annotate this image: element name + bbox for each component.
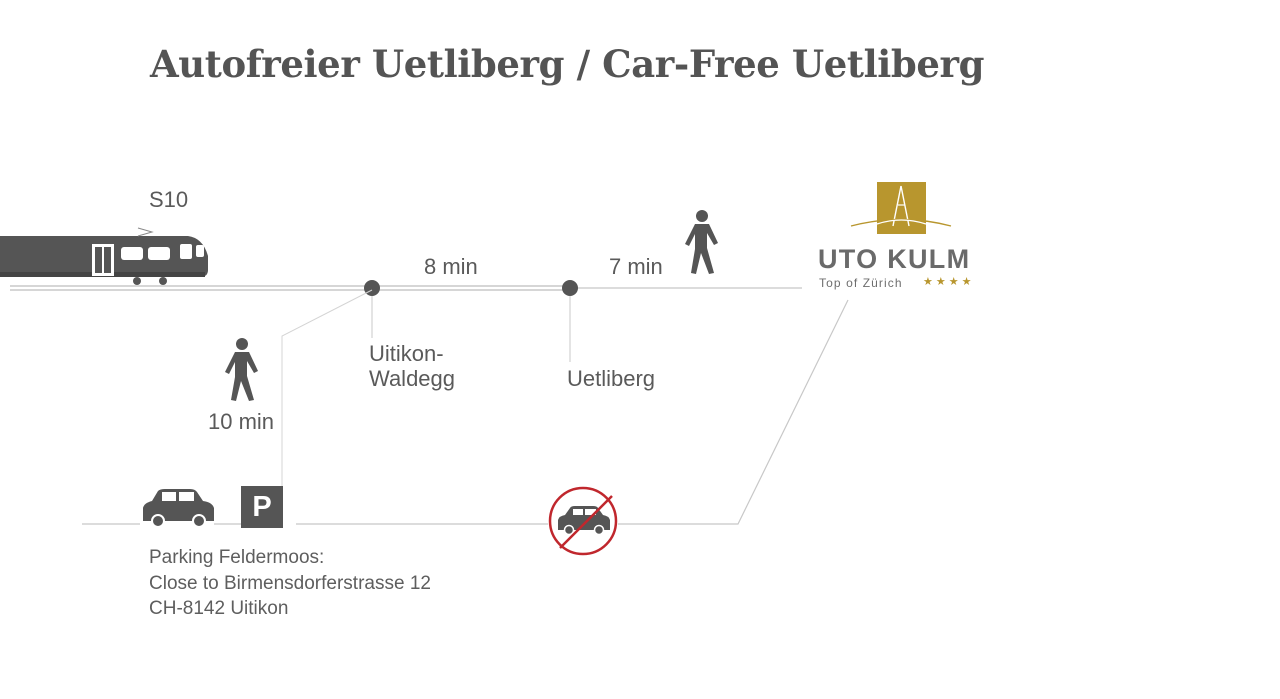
no-car-icon bbox=[548, 486, 618, 556]
logo-tagline: Top of Zürich bbox=[819, 276, 903, 290]
logo-stars: ★★★★ bbox=[923, 276, 975, 288]
segment-time-7min: 7 min bbox=[609, 254, 663, 279]
logo-name: UTO KULM bbox=[818, 244, 971, 274]
parking-sign-icon: P bbox=[241, 486, 283, 528]
parking-address-line-2: Close to Birmensdorferstrasse 12 bbox=[149, 573, 431, 594]
walk-time-parking: 10 min bbox=[208, 409, 275, 434]
walking-person-icon bbox=[685, 210, 718, 274]
station-dot-uitikon-waldegg bbox=[364, 280, 380, 296]
uto-kulm-logo bbox=[850, 182, 952, 234]
car-icon bbox=[143, 489, 214, 528]
segment-time-8min: 8 min bbox=[424, 254, 478, 279]
walking-person-icon-parking bbox=[225, 338, 258, 401]
page-title: Autofreier Uetliberg / Car-Free Uetliber… bbox=[150, 42, 985, 86]
station-dot-uetliberg bbox=[562, 280, 578, 296]
parking-address-line-3: CH-8142 Uitikon bbox=[149, 598, 289, 619]
station-name-uetliberg: Uetliberg bbox=[567, 366, 656, 391]
train-icon bbox=[0, 227, 208, 285]
station-name-uitikon-line1: Uitikon- bbox=[369, 341, 444, 366]
parking-address-line-1: Parking Feldermoos: bbox=[149, 547, 325, 568]
walk-path-from-parking bbox=[281, 289, 373, 490]
station-name-uitikon-line2: Waldegg bbox=[369, 366, 456, 391]
train-line-label: S10 bbox=[149, 187, 189, 212]
road-line-blocked bbox=[618, 299, 849, 525]
